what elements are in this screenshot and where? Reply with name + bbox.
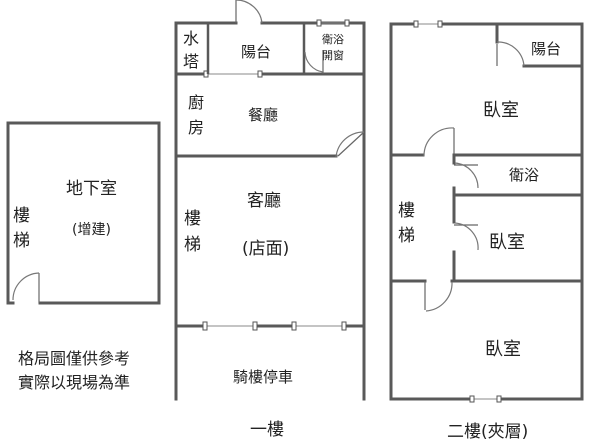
- floor1-bath-door-swing: [304, 51, 324, 73]
- floor1-bath-line-1: 衛浴: [322, 33, 344, 46]
- basement-subtitle: (增建): [72, 222, 111, 238]
- floor1-stair-char-1: 樓: [184, 209, 201, 229]
- floor1-living-door-swing: [335, 131, 365, 158]
- floor2-plan: 陽台 臥室 衛浴 臥室 臥室 樓 梯 二樓(夾層): [389, 20, 584, 442]
- basement-door-swing: [12, 272, 40, 301]
- floor2-balcony-walls: [495, 22, 584, 68]
- window-cap: [341, 321, 347, 331]
- floor2-outer-walls: [389, 22, 584, 401]
- window-cap: [469, 395, 475, 403]
- floor2-stair-char-2: 梯: [398, 226, 415, 246]
- window-cap: [291, 321, 297, 331]
- disclaimer: 格局圖僅供參考 實際以現場為準: [18, 349, 130, 392]
- window-cap: [437, 20, 443, 28]
- window-cap: [252, 321, 258, 331]
- floor1-water-tower-1: 水: [183, 29, 199, 48]
- window-cap: [257, 70, 263, 78]
- floor1-kitchen-1: 廚: [188, 93, 204, 112]
- floor1-living-label: 客廳: [247, 191, 281, 211]
- floor2-balcony-label: 陽台: [531, 40, 561, 58]
- floor1-top-door-swing: [235, 0, 263, 24]
- floor2-bath-label: 衛浴: [509, 166, 539, 184]
- floor1-caption: 一樓: [250, 420, 284, 440]
- floor1-bath-line-2: 開窗: [322, 48, 344, 62]
- floor1-stair-char-2: 梯: [184, 235, 201, 255]
- disclaimer-line-2: 實際以現場為準: [18, 373, 130, 392]
- floor2-bedroom2-door-swing: [454, 222, 479, 251]
- floor1-balcony-label: 陽台: [241, 43, 271, 61]
- window-cap: [496, 395, 502, 403]
- floor1-shop-label: (店面): [242, 239, 289, 259]
- basement-stair-char-2: 梯: [13, 231, 30, 251]
- window-cap: [413, 20, 419, 28]
- basement-title: 地下室: [66, 179, 117, 199]
- floor2-bedroom1-door-swing: [423, 127, 455, 157]
- floor2-bedroom2-label: 臥室: [489, 232, 525, 253]
- window-cap: [202, 321, 208, 331]
- floor2-balcony-door-swing: [496, 41, 525, 67]
- floor1-dining-label: 餐廳: [248, 106, 278, 124]
- floor1-outer-walls: [174, 21, 366, 401]
- disclaimer-line-1: 格局圖僅供參考: [18, 349, 130, 368]
- floor2-stair-char-1: 樓: [398, 201, 415, 221]
- window-cap: [344, 19, 350, 27]
- floor2-bedroom3-label: 臥室: [485, 339, 521, 360]
- basement-plan: 地下室 (增建) 樓 梯: [6, 121, 161, 305]
- floor2-bedroom1-label: 臥室: [483, 100, 519, 121]
- floor1-arcade-label: 騎樓停車: [233, 368, 293, 386]
- floor1-plan: 水 塔 陽台 衛浴 開窗 廚 房 餐廳 客廳 (店面) 樓 梯 騎樓停車 一樓: [174, 0, 366, 440]
- window-cap: [316, 19, 322, 27]
- floor2-bedroom3-door-swing: [425, 281, 453, 312]
- basement-stair-char-1: 樓: [13, 206, 30, 226]
- basement-walls: [6, 121, 161, 305]
- floor2-bath-door-swing: [454, 162, 479, 189]
- floor1-water-tower-2: 塔: [183, 52, 199, 71]
- floor1-living-door-leaf: [337, 131, 365, 157]
- floor2-caption: 二樓(夾層): [447, 422, 528, 442]
- floor1-kitchen-2: 房: [188, 118, 204, 137]
